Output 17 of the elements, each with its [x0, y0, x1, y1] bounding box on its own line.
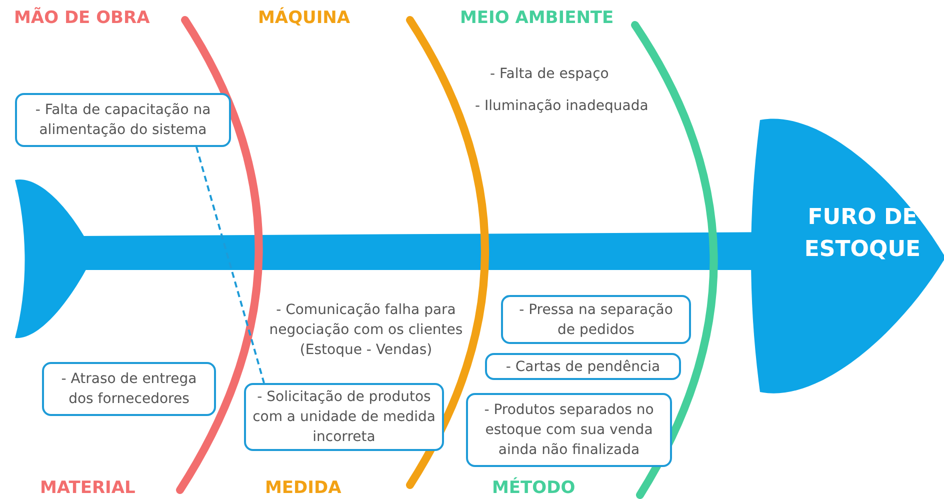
cause-box: - Pressa na separação de pedidos: [501, 295, 691, 344]
cause-box: - Cartas de pendência: [485, 353, 681, 380]
category-label: MÉTODO: [492, 478, 576, 498]
category-label: MÃO DE OBRA: [14, 8, 150, 28]
cause-box: - Produtos separados no estoque com sua venda ainda não finalizada: [466, 393, 672, 467]
cause-box: - Solicitação de produtos com a unidade de medida incorreta: [244, 383, 444, 451]
effect-title: FURO DE ESTOQUE: [803, 204, 922, 264]
category-label: MATERIAL: [40, 478, 136, 498]
cause-text: - Falta de espaço: [490, 65, 609, 84]
cause-box: - Falta de capacitação na alimentação do sistema: [15, 93, 231, 147]
category-label: MEDIDA: [265, 478, 342, 498]
cause-text: - Comunicação falha para negociação com os clientes (Estoque - Vendas): [268, 301, 464, 360]
cause-box: - Atraso de entrega dos fornecedores: [42, 362, 216, 416]
connector-line: [195, 146, 265, 384]
category-label: MÁQUINA: [258, 8, 350, 28]
cause-text: - Iluminação inadequada: [475, 97, 648, 116]
category-label: MEIO AMBIENTE: [460, 8, 614, 28]
